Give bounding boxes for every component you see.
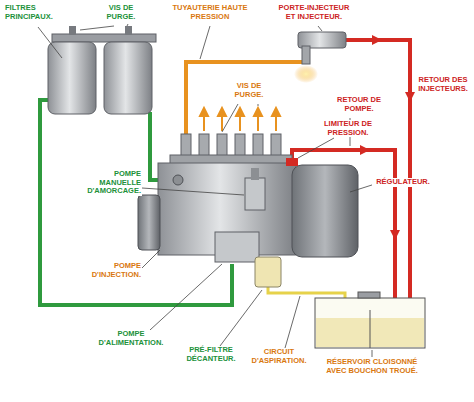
- part-label: FILTRES PRINCIPAUX.: [4, 4, 60, 21]
- part-label: RÉGULATEUR.: [372, 178, 434, 187]
- injector-nozzle: [302, 46, 310, 64]
- leader-line: [220, 290, 262, 346]
- leader-line: [318, 26, 322, 31]
- flow-arrow: [200, 108, 208, 116]
- outlet: [235, 134, 245, 158]
- hand-pump: [245, 178, 265, 210]
- fuel-spray: [294, 65, 318, 83]
- leader-line: [372, 350, 373, 357]
- part-label: PORTE-INJECTEUR ET INJECTEUR.: [272, 4, 356, 21]
- part-label: CIRCUIT D'ASPIRATION.: [248, 348, 310, 365]
- part-label: RÉSERVOIR CLOISONNÉ AVEC BOUCHON TROUÉ.: [316, 358, 428, 375]
- flow-arrow: [372, 35, 382, 45]
- leader-line: [200, 26, 210, 59]
- flow-arrow: [360, 145, 370, 155]
- outlet: [181, 134, 191, 158]
- leader-line: [38, 27, 62, 58]
- tank: [315, 298, 425, 348]
- outlet: [217, 134, 227, 158]
- pulley: [138, 195, 160, 250]
- filter-canister: [48, 42, 96, 114]
- leader-line: [298, 138, 334, 158]
- return-pipe: [292, 150, 395, 300]
- leader-lines: [38, 24, 375, 357]
- tank-cap: [358, 292, 380, 298]
- flow-arrow: [405, 92, 415, 102]
- flow-arrow: [254, 108, 262, 116]
- leader-line: [142, 250, 160, 268]
- flow-line: [257, 115, 259, 131]
- part-label: VIS DE PURGE.: [224, 82, 274, 99]
- leader-line: [80, 26, 114, 30]
- flow-line: [203, 115, 205, 131]
- hand-pump-knob: [251, 168, 259, 180]
- tank-partition: [370, 310, 371, 348]
- fitting: [173, 175, 183, 185]
- part-label: POMPE D'INJECTION.: [76, 262, 142, 279]
- pump-outlets: [181, 134, 281, 158]
- leader-line: [258, 104, 259, 106]
- flow-arrow: [272, 108, 280, 116]
- part-label: TUYAUTERIE HAUTE PRESSION: [168, 4, 252, 21]
- part-label: POMPE D'ALIMENTATION.: [96, 330, 166, 347]
- leader-line: [222, 104, 238, 132]
- flow-line: [239, 115, 241, 131]
- part-label: PRÉ-FILTRE DÉCANTEUR.: [180, 346, 242, 363]
- pre-filter: [255, 257, 281, 287]
- leader-line: [127, 24, 128, 26]
- filter-head: [52, 34, 156, 42]
- outlet: [199, 134, 209, 158]
- part-label: RETOUR DES INJECTEURS.: [415, 76, 471, 93]
- part-label: VIS DE PURGE.: [96, 4, 146, 21]
- pressure-limiter: [286, 158, 298, 166]
- leader-line: [285, 296, 300, 348]
- bleed-screw: [125, 26, 132, 35]
- flow-arrow: [390, 230, 400, 240]
- flow-line: [221, 115, 223, 131]
- bleed-screw: [69, 26, 76, 35]
- leader-line: [150, 264, 222, 330]
- outlet: [271, 134, 281, 158]
- feed-pump: [215, 232, 259, 262]
- outlet-arrows: [200, 108, 280, 131]
- filter-canister: [104, 42, 152, 114]
- regulator: [292, 165, 358, 257]
- outlet: [253, 134, 263, 158]
- flow-arrow: [218, 108, 226, 116]
- part-label: LIMITEUR DE PRESSION.: [318, 120, 378, 137]
- flow-line: [275, 115, 277, 131]
- part-label: POMPE MANUELLE D'AMORCAGE.: [76, 170, 142, 196]
- flow-arrow: [236, 108, 244, 116]
- part-label: RETOUR DE POMPE.: [330, 96, 388, 113]
- high-pressure-pipe: [186, 50, 306, 134]
- leader-line: [142, 188, 244, 195]
